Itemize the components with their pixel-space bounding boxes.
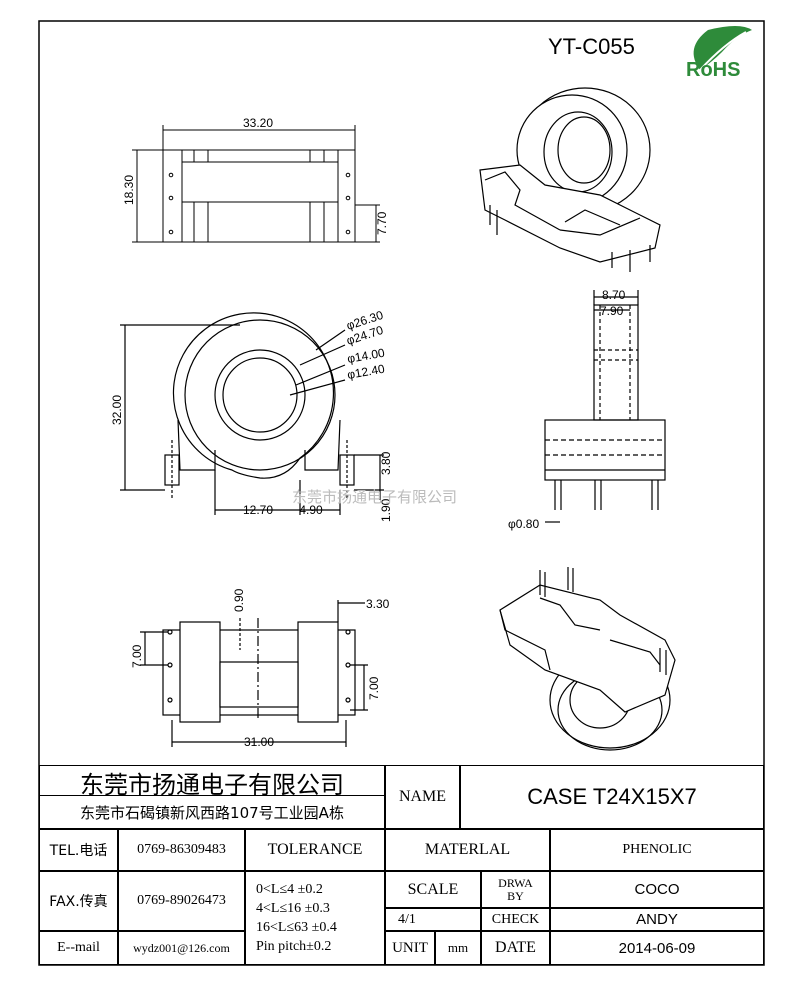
drawn-value: COCO — [550, 871, 764, 908]
top-view — [132, 125, 380, 243]
unit-value: mm — [435, 931, 481, 965]
dim-bottom-gap: 0.90 — [232, 588, 246, 612]
dim-side-w2: 7.90 — [600, 304, 624, 318]
front-view — [120, 312, 384, 515]
company-name: 东莞市扬通电子有限公司 — [39, 765, 385, 799]
rohs-text: RoHS — [686, 59, 740, 81]
scale-label: SCALE — [385, 871, 481, 908]
date-value: 2014-06-09 — [550, 931, 764, 965]
dim-pin-dia: φ0.80 — [508, 517, 539, 531]
dim-right-span: 4.90 — [299, 503, 323, 517]
sheet-border — [38, 20, 765, 966]
dim-side-w1: 8.70 — [602, 288, 626, 302]
part-number: YT-C055 — [548, 34, 635, 59]
tel-value: 0769-86309483 — [118, 829, 245, 871]
toroid-inner — [214, 349, 306, 441]
dim-id-inner: φ12.40 — [346, 362, 386, 382]
dim-id-outer: φ14.00 — [346, 346, 386, 366]
tel-label: TEL.电话 — [39, 829, 118, 871]
name-label: NAME — [385, 765, 460, 829]
drawn-label: DRWA BY — [481, 871, 550, 908]
date-label: DATE — [481, 931, 550, 965]
dim-bottom-edge: 3.30 — [366, 597, 390, 611]
dim-pin-len: 3.80 — [379, 451, 393, 475]
company-address: 东莞市石碣镇新风西路107号工业园A栋 — [39, 795, 385, 829]
bottom-view-outline — [162, 629, 356, 716]
side-view — [544, 290, 666, 523]
dim-left-span: 12.70 — [243, 503, 273, 517]
watermark: 东莞市扬通电子有限公司 — [292, 489, 457, 506]
tolerance-label: TOLERANCE — [245, 829, 385, 871]
bottom-view — [140, 600, 368, 747]
email-label: E--mail — [39, 931, 118, 965]
dim-height2: 7.70 — [375, 211, 389, 235]
name-value: CASE T24X15X7 — [460, 765, 764, 829]
email-value: wydz001@126.com — [118, 931, 245, 965]
tolerance-table: 0<L≤4 ±0.2 4<L≤16 ±0.3 16<L≤63 ±0.4 Pin … — [245, 871, 385, 965]
drawn-label-line2: BY — [507, 888, 524, 903]
tol-row-3: 16<L≤63 ±0.4 — [256, 920, 337, 935]
tol-row-1: 0<L≤4 ±0.2 — [256, 882, 323, 897]
material-label: MATERLAL — [385, 829, 550, 871]
dim-bottom-right-pitch: 7.00 — [367, 676, 381, 700]
dim-bottom-overall: 31.00 — [244, 735, 274, 749]
drawn-label-line1: DRWA — [498, 875, 533, 890]
title-block: 东莞市扬通电子有限公司 东莞市石碣镇新风西路107号工业园A栋 NAME CAS… — [39, 765, 764, 965]
tol-row-4: Pin pitch±0.2 — [256, 939, 332, 954]
scale-value: 4/1 — [385, 908, 481, 931]
rohs-logo: RoHS — [686, 26, 752, 81]
iso-view-top — [479, 87, 661, 272]
dim-overall-width: 33.20 — [243, 116, 273, 130]
dim-height: 18.30 — [122, 175, 136, 205]
fax-label: FAX.传真 — [39, 871, 118, 931]
dim-bottom-left-pitch: 7.00 — [130, 644, 144, 668]
unit-label: UNIT — [385, 931, 435, 965]
check-label: CHECK — [481, 908, 550, 931]
toroid-outer — [172, 312, 335, 479]
dim-pin-offset: 1.90 — [379, 498, 393, 522]
dim-overall-height: 32.00 — [110, 395, 124, 425]
check-value: ANDY — [550, 908, 764, 931]
material-value: PHENOLIC — [550, 829, 764, 871]
tol-row-2: 4<L≤16 ±0.3 — [256, 901, 330, 916]
iso-view-bottom — [499, 567, 676, 751]
fax-value: 0769-89026473 — [118, 871, 245, 931]
